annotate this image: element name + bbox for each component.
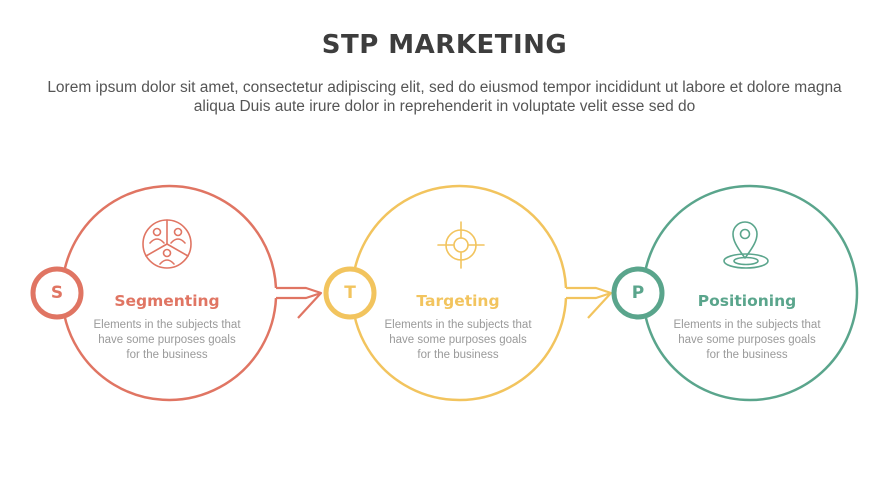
- segmenting-badge: [30, 266, 84, 320]
- positioning-description: Elements in the subjects that have some …: [673, 319, 821, 361]
- target-crosshair-icon: [437, 221, 485, 269]
- segmentation-pie-people-icon: [142, 219, 192, 269]
- page-title: STP MARKETING: [321, 30, 568, 60]
- segmenting-label: Segmenting: [114, 292, 220, 310]
- targeting-letter: T: [344, 283, 356, 303]
- arrow-connector-1: [276, 286, 323, 319]
- targeting-badge: [323, 266, 377, 320]
- positioning-badge: [611, 266, 665, 320]
- segmenting-description: Elements in the subjects that have some …: [93, 319, 241, 361]
- segmenting-letter: S: [50, 283, 64, 303]
- arrow-connector-2: [566, 286, 613, 319]
- positioning-letter: P: [631, 283, 645, 303]
- targeting-description: Elements in the subjects that have some …: [384, 319, 532, 361]
- page-subtitle: Lorem ipsum dolor sit amet, consectetur …: [47, 79, 842, 115]
- targeting-label: Targeting: [416, 292, 500, 310]
- location-pin-icon: [723, 221, 769, 269]
- positioning-label: Positioning: [697, 292, 797, 310]
